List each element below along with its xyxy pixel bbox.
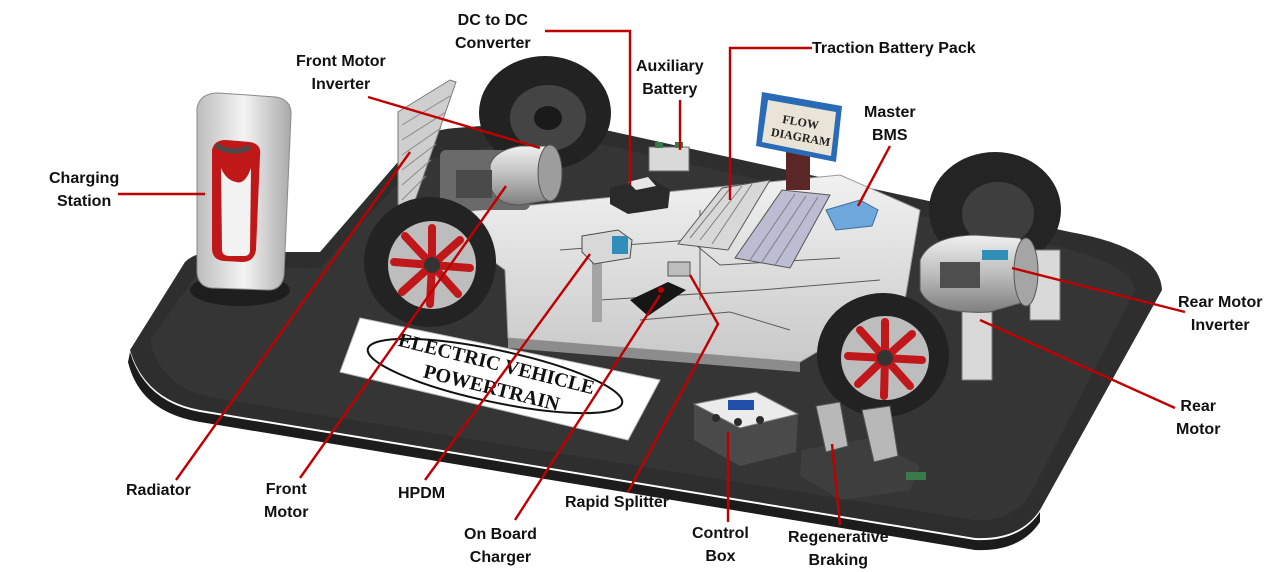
label-hpdm: HPDM (398, 482, 445, 505)
label-on-board-charger-line-2: Charger (469, 549, 532, 566)
control-box (692, 391, 800, 466)
label-master-bms: Master BMS (864, 101, 916, 147)
label-front-motor-inverter: Front Motor Inverter (296, 50, 386, 96)
label-master-bms-line-1: Master (864, 104, 916, 121)
dc-dc-converter (610, 177, 670, 214)
label-front-motor-line-1: Front (265, 481, 307, 498)
label-control-box: Control Box (692, 522, 749, 568)
label-charging-station: Charging Station (49, 167, 119, 213)
label-dc-dc-converter: DC to DC Converter (455, 9, 531, 55)
regenerative-braking-pedals (800, 401, 926, 500)
label-hpdm-line-1: HPDM (398, 485, 446, 502)
label-regenerative-braking-line-2: Braking (808, 552, 869, 569)
label-rapid-splitter: Rapid Splitter (565, 491, 669, 514)
label-rear-motor-inverter-line-2: Inverter (1190, 317, 1250, 334)
label-regenerative-braking: Regenerative Braking (788, 526, 889, 572)
label-traction-battery-pack-line-1: Traction Battery Pack (812, 40, 976, 57)
label-on-board-charger: On Board Charger (464, 523, 537, 569)
label-auxiliary-battery-line-2: Battery (642, 81, 698, 98)
rear-motor-assembly (919, 234, 1061, 381)
label-front-motor-line-2: Motor (264, 504, 309, 521)
label-on-board-charger-line-1: On Board (464, 526, 537, 543)
label-charging-station-line-2: Station (57, 193, 112, 210)
label-traction-battery-pack: Traction Battery Pack (812, 37, 976, 60)
front-left-wheel (479, 56, 611, 170)
label-rear-motor-line-1: Rear (1180, 398, 1216, 415)
label-dc-dc-converter-line-2: Converter (455, 35, 531, 52)
label-front-motor-inverter-line-1: Front Motor (296, 53, 386, 70)
label-control-box-line-2: Box (705, 548, 736, 565)
label-auxiliary-battery: Auxiliary Battery (636, 55, 704, 101)
label-auxiliary-battery-line-1: Auxiliary (636, 58, 704, 75)
label-rear-motor-inverter-line-1: Rear Motor (1178, 294, 1263, 311)
label-front-motor-inverter-line-2: Inverter (311, 76, 371, 93)
front-motor-assembly (440, 144, 563, 210)
hpdm (581, 229, 633, 322)
label-front-motor: Front Motor (264, 478, 308, 524)
radiator (397, 79, 457, 223)
rapid-splitter (667, 261, 691, 277)
label-dc-dc-converter-line-1: DC to DC (457, 12, 528, 29)
master-bms (825, 199, 879, 231)
label-radiator: Radiator (126, 479, 191, 502)
label-master-bms-line-2: BMS (872, 127, 908, 144)
rear-right-wheel (817, 293, 949, 417)
label-rear-motor-inverter: Rear Motor Inverter (1178, 291, 1262, 337)
label-radiator-line-1: Radiator (126, 482, 191, 499)
label-charging-station-line-1: Charging (49, 170, 120, 187)
label-control-box-line-1: Control (692, 525, 749, 542)
charging-station (190, 92, 292, 306)
label-rapid-splitter-line-1: Rapid Splitter (565, 494, 670, 511)
front-right-wheel (364, 197, 496, 327)
label-rear-motor: Rear Motor (1176, 395, 1220, 441)
leader-lines (118, 29, 1186, 526)
label-regenerative-braking-line-1: Regenerative (788, 529, 889, 546)
flow-diagram-line-1: FLOW (781, 112, 820, 132)
label-rear-motor-line-2: Motor (1176, 421, 1221, 438)
traction-battery-pack (677, 179, 831, 269)
